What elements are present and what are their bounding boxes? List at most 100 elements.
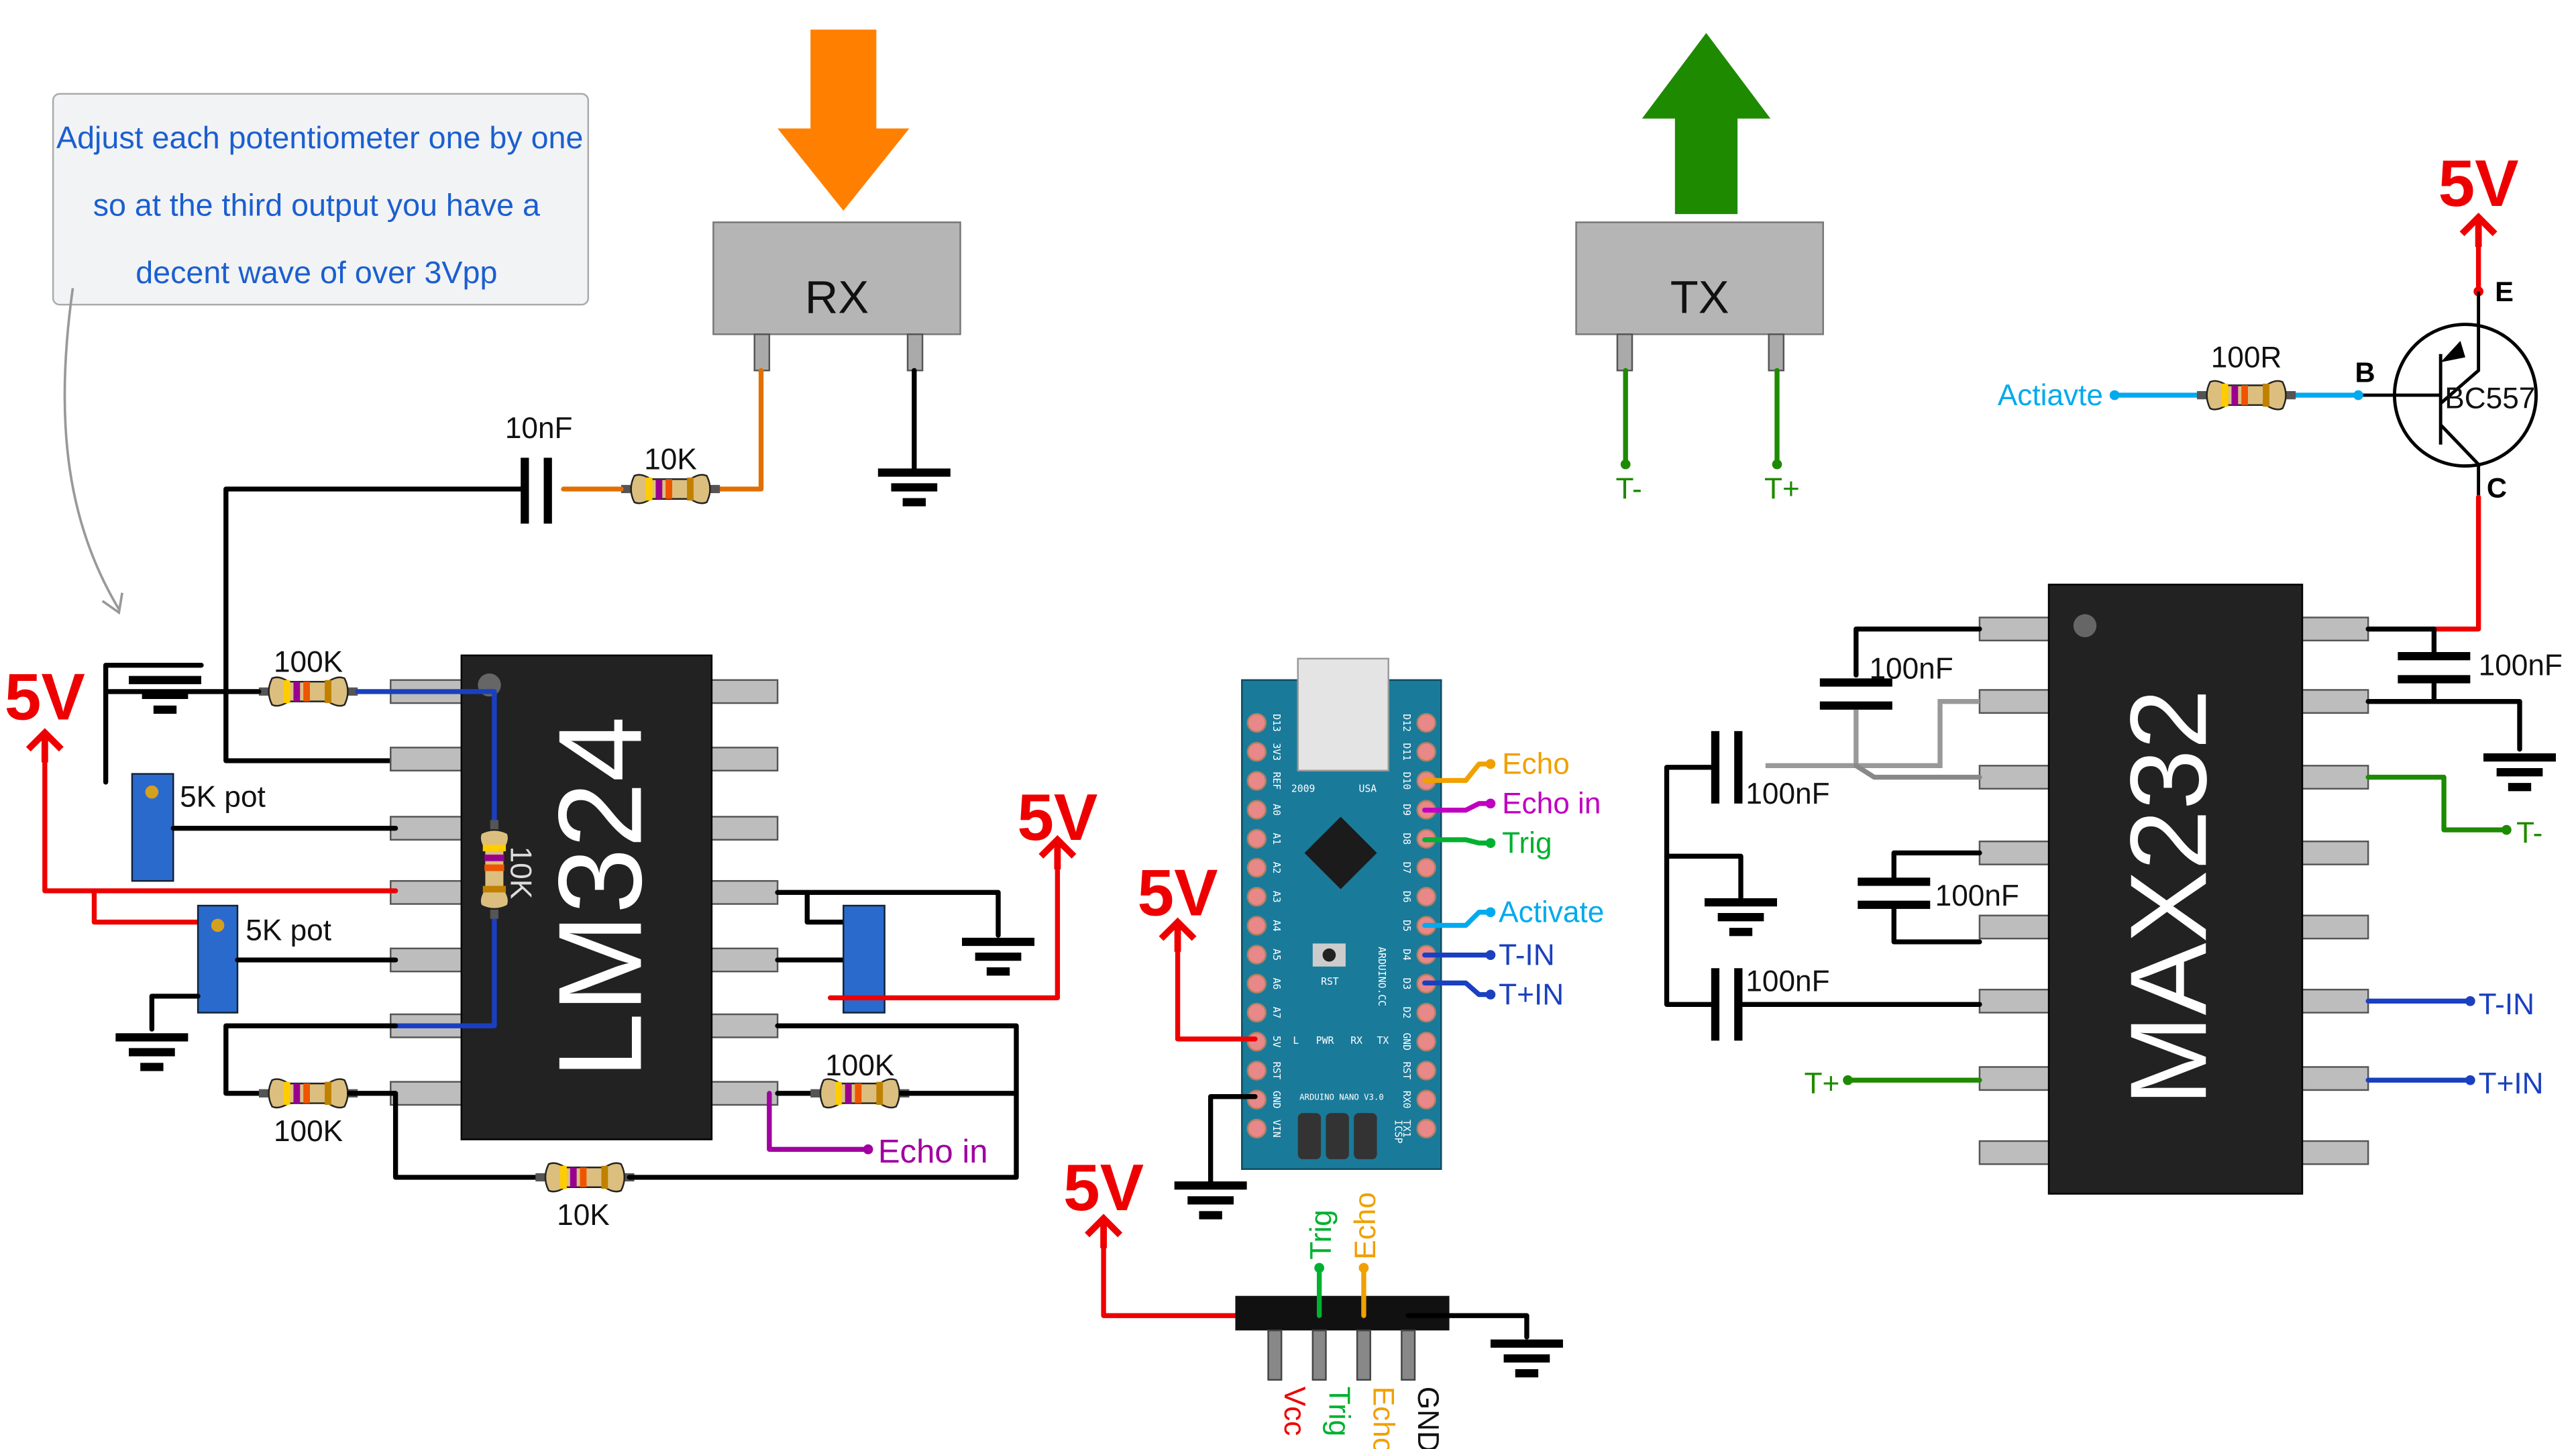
arduino-pin: [1246, 828, 1267, 849]
arduino-pin-label: D3: [1401, 977, 1412, 989]
resistor-100k-bottom-right: [810, 1079, 909, 1108]
silk-usa: USA: [1359, 784, 1377, 795]
arduino-pin-label: A7: [1271, 1007, 1282, 1019]
t-minus-in-label: T-IN: [1499, 938, 1554, 971]
ground-icon: [115, 1037, 188, 1067]
cap4-label: 100nF: [1746, 965, 1829, 998]
max232-label: MAX232: [2108, 689, 2229, 1106]
bc557-label: BC557: [2445, 382, 2535, 415]
arduino-pin-label: 3V3: [1271, 743, 1282, 761]
cap2-label: 100nF: [1746, 777, 1829, 810]
capacitor-10nf: [521, 458, 552, 524]
silk-site: ARDUINO.CC: [1376, 947, 1387, 1006]
arduino-pin-label: A4: [1271, 920, 1282, 932]
max232-section: MAX232 100nF 100nF 100nF 100nF T+ 100nF …: [1664, 584, 2563, 1195]
5v-label-ultrasonic: 5V: [1063, 1150, 1144, 1224]
arduino-pin-label: GND: [1401, 1032, 1412, 1051]
tx-label: TX: [1670, 271, 1729, 323]
trig-pin-label: Trig: [1322, 1387, 1355, 1436]
5v-label-lm324: 5V: [1017, 780, 1097, 854]
ground-icon: [1175, 1185, 1247, 1215]
pot2-label: 5K pot: [246, 914, 331, 947]
arduino-pin: [1246, 1089, 1267, 1110]
silk-rst: RST: [1321, 976, 1339, 987]
lm324-label: LM324: [534, 716, 666, 1079]
arduino-pin: [1416, 1061, 1436, 1081]
activate-label: Activate: [1499, 896, 1604, 929]
arduino-pin: [1246, 887, 1267, 907]
arduino-pin-label: A6: [1271, 977, 1282, 989]
resistor-10k-bottom: [535, 1163, 634, 1192]
potentiometer-2[interactable]: [197, 904, 239, 1014]
r100k-bl-label: 100K: [274, 1115, 343, 1148]
arduino-pin: [1246, 857, 1267, 878]
arduino-pin-label: D6: [1401, 891, 1412, 903]
reset-button[interactable]: [1322, 948, 1336, 962]
emitter-label: E: [2495, 276, 2514, 307]
t-plus-in-label: T+IN: [1499, 978, 1564, 1011]
ground-icon: [1491, 1344, 1563, 1373]
t-minus-in-label-max: T-IN: [2479, 988, 2534, 1021]
arduino-pin-label: RST: [1401, 1062, 1412, 1080]
arduino-pin: [1246, 771, 1267, 791]
resistor-100k-bottom-left: [259, 1079, 358, 1108]
ground-icon: [962, 942, 1034, 971]
arduino-pin-label: D2: [1401, 1007, 1412, 1019]
note-line-2: so at the third output you have a: [93, 188, 540, 223]
resistor-100k-top: [259, 678, 358, 706]
t-plus-in-label-max: T+IN: [2479, 1067, 2544, 1100]
arduino-pin: [1246, 742, 1267, 762]
r10k-mid-label: 10K: [504, 847, 537, 900]
vcc-pin-label: Vcc: [1278, 1387, 1311, 1436]
ground-icon: [1705, 902, 1777, 932]
ground-icon: [129, 680, 201, 710]
arduino-pin-label: D5: [1401, 920, 1412, 932]
arduino-pin: [1246, 1061, 1267, 1081]
arduino-pin: [1416, 857, 1436, 878]
ground-icon: [2483, 757, 2556, 787]
transmit-arrow-icon: [1642, 33, 1771, 215]
silk-tx: TX: [1377, 1035, 1389, 1046]
arduino-pin: [1416, 1118, 1436, 1139]
echo-in-label: Echo in: [1502, 788, 1601, 820]
actiavte-label: Actiavte: [1998, 379, 2103, 412]
usb-port: [1297, 657, 1389, 771]
arduino-pin: [1246, 1002, 1267, 1023]
arduino-pin: [1416, 742, 1436, 762]
arduino-pin-label: D9: [1401, 804, 1412, 816]
note-line-1: Adjust each potentiometer one by one: [56, 120, 583, 155]
note-pointer-arrow-icon: [101, 592, 123, 615]
collector-label: C: [2487, 472, 2507, 503]
arduino-pin-label: D7: [1401, 862, 1412, 874]
5v-label-transistor: 5V: [2438, 146, 2519, 220]
arduino-pin: [1416, 1002, 1436, 1023]
silk-pwr: PWR: [1316, 1035, 1334, 1046]
ultrasonic-sensor-header: 5V Trig Echo Vcc Trig Echo GND: [1063, 1150, 1563, 1449]
arduino-pin-label: TX1: [1401, 1120, 1412, 1138]
silk-l: L: [1293, 1035, 1299, 1046]
echo-top-label: Echo: [1349, 1192, 1382, 1260]
tx-minus-label: T-: [1615, 473, 1642, 506]
note-line-3: decent wave of over 3Vpp: [136, 255, 497, 290]
max232-chip: [2047, 584, 2304, 1195]
arduino-pin-label: D8: [1401, 833, 1412, 845]
arduino-pin: [1246, 800, 1267, 820]
potentiometer-1[interactable]: [131, 773, 174, 882]
silk-year: 2009: [1291, 784, 1315, 795]
arduino-pin-label: RST: [1271, 1062, 1282, 1080]
echo-pin-label: Echo: [1367, 1387, 1400, 1449]
trig-top-label: Trig: [1305, 1210, 1338, 1259]
cap1-label: 100nF: [1869, 652, 1953, 685]
cap5-label: 100nF: [2479, 649, 2563, 682]
trig-label: Trig: [1502, 826, 1552, 859]
potentiometer-3[interactable]: [843, 904, 885, 1014]
rx-module: RX: [709, 30, 961, 502]
t-minus-label: T-: [2516, 817, 2542, 850]
arduino-pin: [1416, 1089, 1436, 1110]
arduino-pin-label: GND: [1271, 1091, 1282, 1109]
arduino-pin-label: RX0: [1401, 1091, 1412, 1109]
gnd-pin-label: GND: [1411, 1387, 1444, 1449]
pot1-label: 5K pot: [180, 781, 266, 814]
